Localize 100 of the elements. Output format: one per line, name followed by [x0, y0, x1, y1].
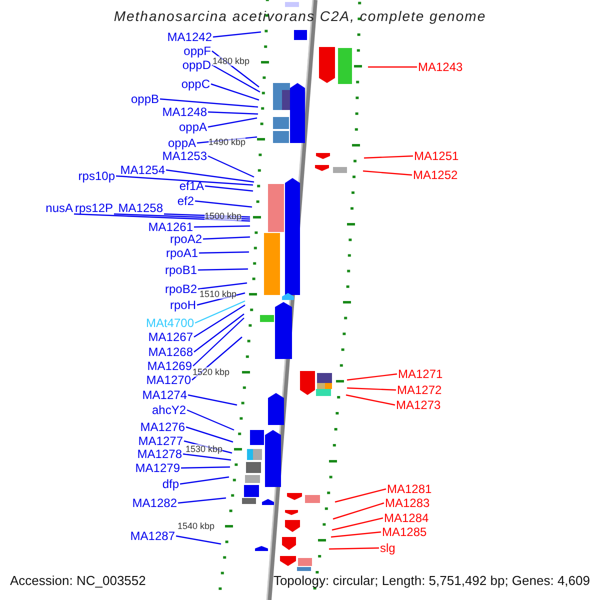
- leader-line: [194, 314, 244, 352]
- gene-label: rpoH: [170, 299, 196, 311]
- gene-label: MA1243: [418, 61, 463, 73]
- gene-label: MA1273: [396, 399, 441, 411]
- leader-line: [196, 136, 258, 144]
- leader-line: [198, 282, 248, 290]
- leader-line: [208, 117, 258, 128]
- leader-line: [180, 476, 230, 485]
- leader-line: [210, 83, 260, 101]
- leader-line: [196, 292, 246, 306]
- leader-line: [208, 155, 254, 178]
- leader-line: [160, 98, 258, 108]
- leader-line: [346, 373, 398, 381]
- leader-line: [198, 268, 248, 271]
- leader-line: [330, 531, 382, 538]
- gene-label: slg: [380, 542, 396, 554]
- leader-line: [346, 394, 396, 406]
- scale-label: 1530 kbp: [185, 444, 223, 454]
- scale-label: 1510 kbp: [199, 289, 237, 299]
- gene-label: MA1248: [162, 106, 207, 118]
- leader-line: [346, 387, 396, 391]
- gene-label: rpoA2: [170, 233, 202, 245]
- leader-line: [334, 488, 386, 503]
- leader-line: [194, 225, 250, 228]
- leader-line: [180, 466, 230, 469]
- leader-line: [332, 502, 384, 520]
- gene-label: MA1251: [414, 150, 459, 162]
- accession-text: Accession: NC_003552: [10, 575, 146, 587]
- leader-line: [208, 111, 258, 115]
- gene-label: oppF: [184, 45, 211, 57]
- gene-label: oppB: [130, 93, 159, 105]
- leader-line: [212, 64, 260, 93]
- gene-label: rps10p: [78, 170, 115, 182]
- gene-label: oppA: [178, 121, 207, 133]
- leader-line: [328, 547, 380, 550]
- leader-line: [114, 213, 250, 220]
- scale-label: 1540 kbp: [177, 521, 215, 531]
- gene-label: ef1A: [179, 180, 204, 192]
- leader-line: [116, 175, 254, 186]
- gene-label: MA1283: [385, 497, 430, 509]
- gene-label: MA1287: [130, 530, 175, 542]
- gene-label: MA1272: [397, 384, 442, 396]
- gene-label: rpoA1: [166, 247, 198, 259]
- gene-label: rps12P: [74, 202, 113, 214]
- leader-line: [194, 300, 246, 324]
- gene-label: MA1284: [384, 512, 429, 524]
- gene-label: ahcY2: [152, 404, 186, 416]
- gene-label: MA1278: [137, 448, 182, 460]
- leader-line: [332, 517, 384, 531]
- gene-label: MA1282: [132, 497, 177, 509]
- leader-line: [204, 185, 254, 192]
- gene-label: MA1253: [162, 150, 207, 162]
- leader-line: [164, 213, 250, 218]
- scale-label: 1490 kbp: [208, 137, 246, 147]
- gene-label: MA1279: [135, 462, 180, 474]
- genome-info-text: Topology: circular; Length: 5,751,492 bp; Genes: 4,609: [273, 575, 590, 587]
- gene-label: oppA: [168, 137, 196, 149]
- gene-label: MA1254: [120, 164, 165, 176]
- leader-line: [362, 170, 412, 176]
- gene-label: MA1268: [148, 346, 193, 358]
- gene-label: MA1270: [146, 374, 191, 386]
- gene-label: MA1277: [138, 435, 183, 447]
- gene-label: MA1276: [140, 421, 185, 433]
- leader-line: [192, 336, 242, 380]
- leader-line: [186, 426, 234, 443]
- gene-label: MA1269: [147, 360, 192, 372]
- gene-label: ef2: [177, 195, 194, 207]
- gene-label: MA1258: [118, 202, 163, 214]
- gene-label: MA1281: [387, 483, 432, 495]
- scale-label: 1520 kbp: [192, 367, 230, 377]
- leader-line: [198, 251, 250, 254]
- leader-line: [188, 394, 238, 406]
- gene-label: MA1242: [167, 31, 212, 43]
- leader-line: [364, 155, 414, 159]
- leader-line: [176, 535, 222, 545]
- gene-label: MAt4700: [146, 317, 194, 329]
- gene-label: MA1285: [382, 526, 427, 538]
- leader-line: [186, 409, 234, 431]
- leader-line: [178, 497, 226, 504]
- gene-label: MA1271: [398, 368, 443, 380]
- gene-label: rpoB2: [164, 283, 197, 295]
- leader-line: [184, 440, 232, 454]
- gene-label: MA1252: [413, 169, 458, 181]
- gene-label: nusA: [46, 202, 73, 214]
- gene-label: MA1261: [148, 221, 193, 233]
- leader-line: [182, 453, 232, 461]
- scale-label: 1500 kbp: [204, 211, 242, 221]
- gene-label: oppD: [182, 59, 211, 71]
- gene-label: oppC: [181, 78, 210, 90]
- scale-label: 1480 kbp: [212, 56, 250, 66]
- leader-line: [212, 31, 262, 38]
- leader-line: [194, 200, 252, 208]
- gene-label: dfp: [162, 478, 179, 490]
- gene-label: rpoB1: [164, 264, 197, 276]
- leader-line: [202, 236, 250, 240]
- leader-line: [194, 304, 246, 338]
- leader-line: [166, 169, 254, 183]
- leader-line: [368, 66, 417, 68]
- leader-line: [74, 213, 250, 222]
- gene-label: MA1274: [142, 389, 187, 401]
